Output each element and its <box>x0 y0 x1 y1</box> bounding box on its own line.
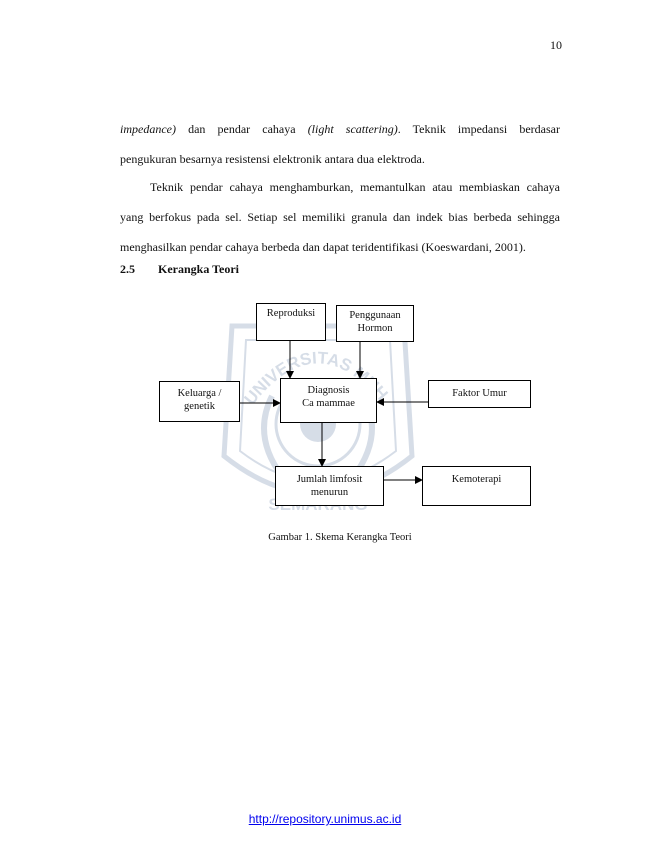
box-penggunaan-label-line-1: Penggunaan <box>349 310 401 321</box>
paragraph-2-line-3: menghasilkan pendar cahaya berbeda dan d… <box>120 240 526 254</box>
box-reproduksi-label: Reproduksi <box>266 308 316 319</box>
paragraph-2: Teknik pendar cahaya menghamburkan, mema… <box>120 172 560 262</box>
italic-term: impedance) <box>120 122 176 136</box>
box-jumlah-limfosit: Jumlah limfosit menurun <box>275 466 384 506</box>
box-diagnosis-label-line-1: Diagnosis <box>307 385 350 396</box>
figure-caption: Gambar 1. Skema Kerangka Teori <box>268 532 412 543</box>
box-keluarga-genetik: Keluarga / genetik <box>159 381 240 422</box>
box-penggunaan-label-line-2: Hormon <box>357 323 393 334</box>
section-title: Kerangka Teori <box>158 262 240 276</box>
page-number: 10 <box>550 38 562 52</box>
italic-term: (light scattering) <box>307 122 398 136</box>
box-keluarga-label-line-1: Keluarga / <box>177 388 222 399</box>
section-heading: 2.5 Kerangka Teori <box>120 262 239 277</box>
repository-link[interactable]: http://repository.unimus.ac.id <box>248 812 402 826</box>
text-run: . Teknik impedansi berdasar <box>397 122 560 136</box>
paragraph-2-line-1: Teknik pendar cahaya menghamburkan, mema… <box>150 180 560 194</box>
box-jumlah-label-line-1: Jumlah limfosit <box>296 474 363 485</box>
box-kemoterapi-label: Kemoterapi <box>451 474 502 485</box>
paragraph-1: impedance) dan pendar cahaya (light scat… <box>120 114 560 174</box>
box-jumlah-label-line-2: menurun <box>310 487 349 498</box>
box-faktor-label: Faktor Umur <box>452 388 507 399</box>
paragraph-1-line-1: impedance) dan pendar cahaya (light scat… <box>120 114 560 144</box>
box-faktor-umur: Faktor Umur <box>428 380 531 408</box>
box-keluarga-label-line-2: genetik <box>184 401 215 412</box>
box-diagnosis-label-line-2: Ca mammae <box>302 398 355 409</box>
text-run: dan pendar cahaya <box>175 122 308 136</box>
paragraph-1-line-2: pengukuran besarnya resistensi elektroni… <box>120 152 425 166</box>
section-number: 2.5 <box>120 262 135 276</box>
box-kemoterapi: Kemoterapi <box>422 466 531 506</box>
paragraph-2-line-2: yang berfokus pada sel. Setiap sel memil… <box>120 210 560 224</box>
box-penggunaan-hormon: Penggunaan Hormon <box>336 305 414 342</box>
box-reproduksi: Reproduksi <box>256 303 326 341</box>
box-diagnosis: Diagnosis Ca mammae <box>280 378 377 423</box>
